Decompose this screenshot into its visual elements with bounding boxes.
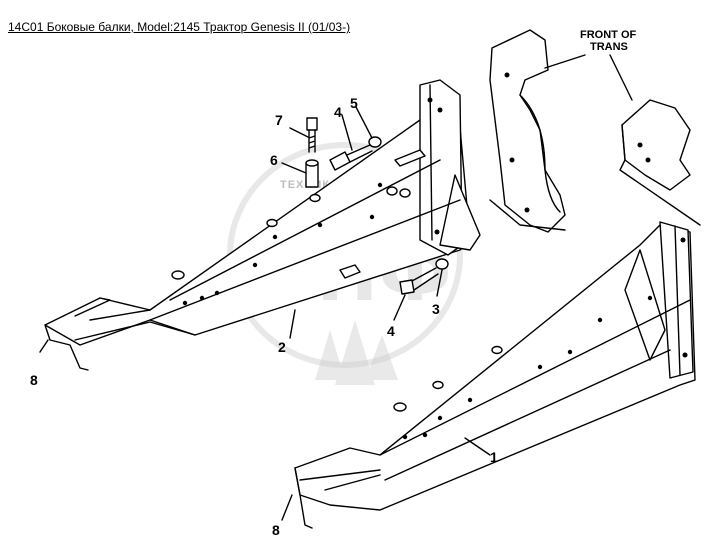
front-of-trans-block bbox=[619, 99, 701, 226]
leader-lines bbox=[39, 106, 491, 521]
callout-6: 6 bbox=[270, 152, 278, 168]
side-rail-lower bbox=[294, 221, 696, 529]
front-leader-1 bbox=[544, 54, 586, 69]
bolt-4-lower bbox=[399, 279, 415, 295]
front-leader-2 bbox=[609, 54, 633, 101]
diagram-title: 14C01 Боковые балки, Model:2145 Трактор … bbox=[8, 20, 351, 34]
callout-1: 1 bbox=[490, 449, 498, 465]
callout-7: 7 bbox=[275, 112, 283, 128]
callout-8-bottom: 8 bbox=[272, 522, 280, 538]
hardware-upper bbox=[305, 117, 449, 295]
callout-3: 3 bbox=[432, 301, 440, 317]
callout-8-left: 8 bbox=[30, 372, 38, 388]
callout-5: 5 bbox=[350, 95, 358, 111]
front-of-trans-label-1: FRONT OF bbox=[580, 29, 636, 41]
callout-4-upper: 4 bbox=[334, 104, 342, 120]
callout-2: 2 bbox=[278, 339, 286, 355]
nut-5 bbox=[368, 136, 382, 148]
front-of-trans-label-2: TRANS bbox=[590, 41, 628, 53]
nut-3 bbox=[435, 258, 449, 270]
callout-4-lower: 4 bbox=[387, 323, 395, 339]
side-rail-upper bbox=[44, 79, 481, 371]
bolt-7-head bbox=[306, 117, 318, 131]
transmission-flange bbox=[489, 29, 566, 233]
